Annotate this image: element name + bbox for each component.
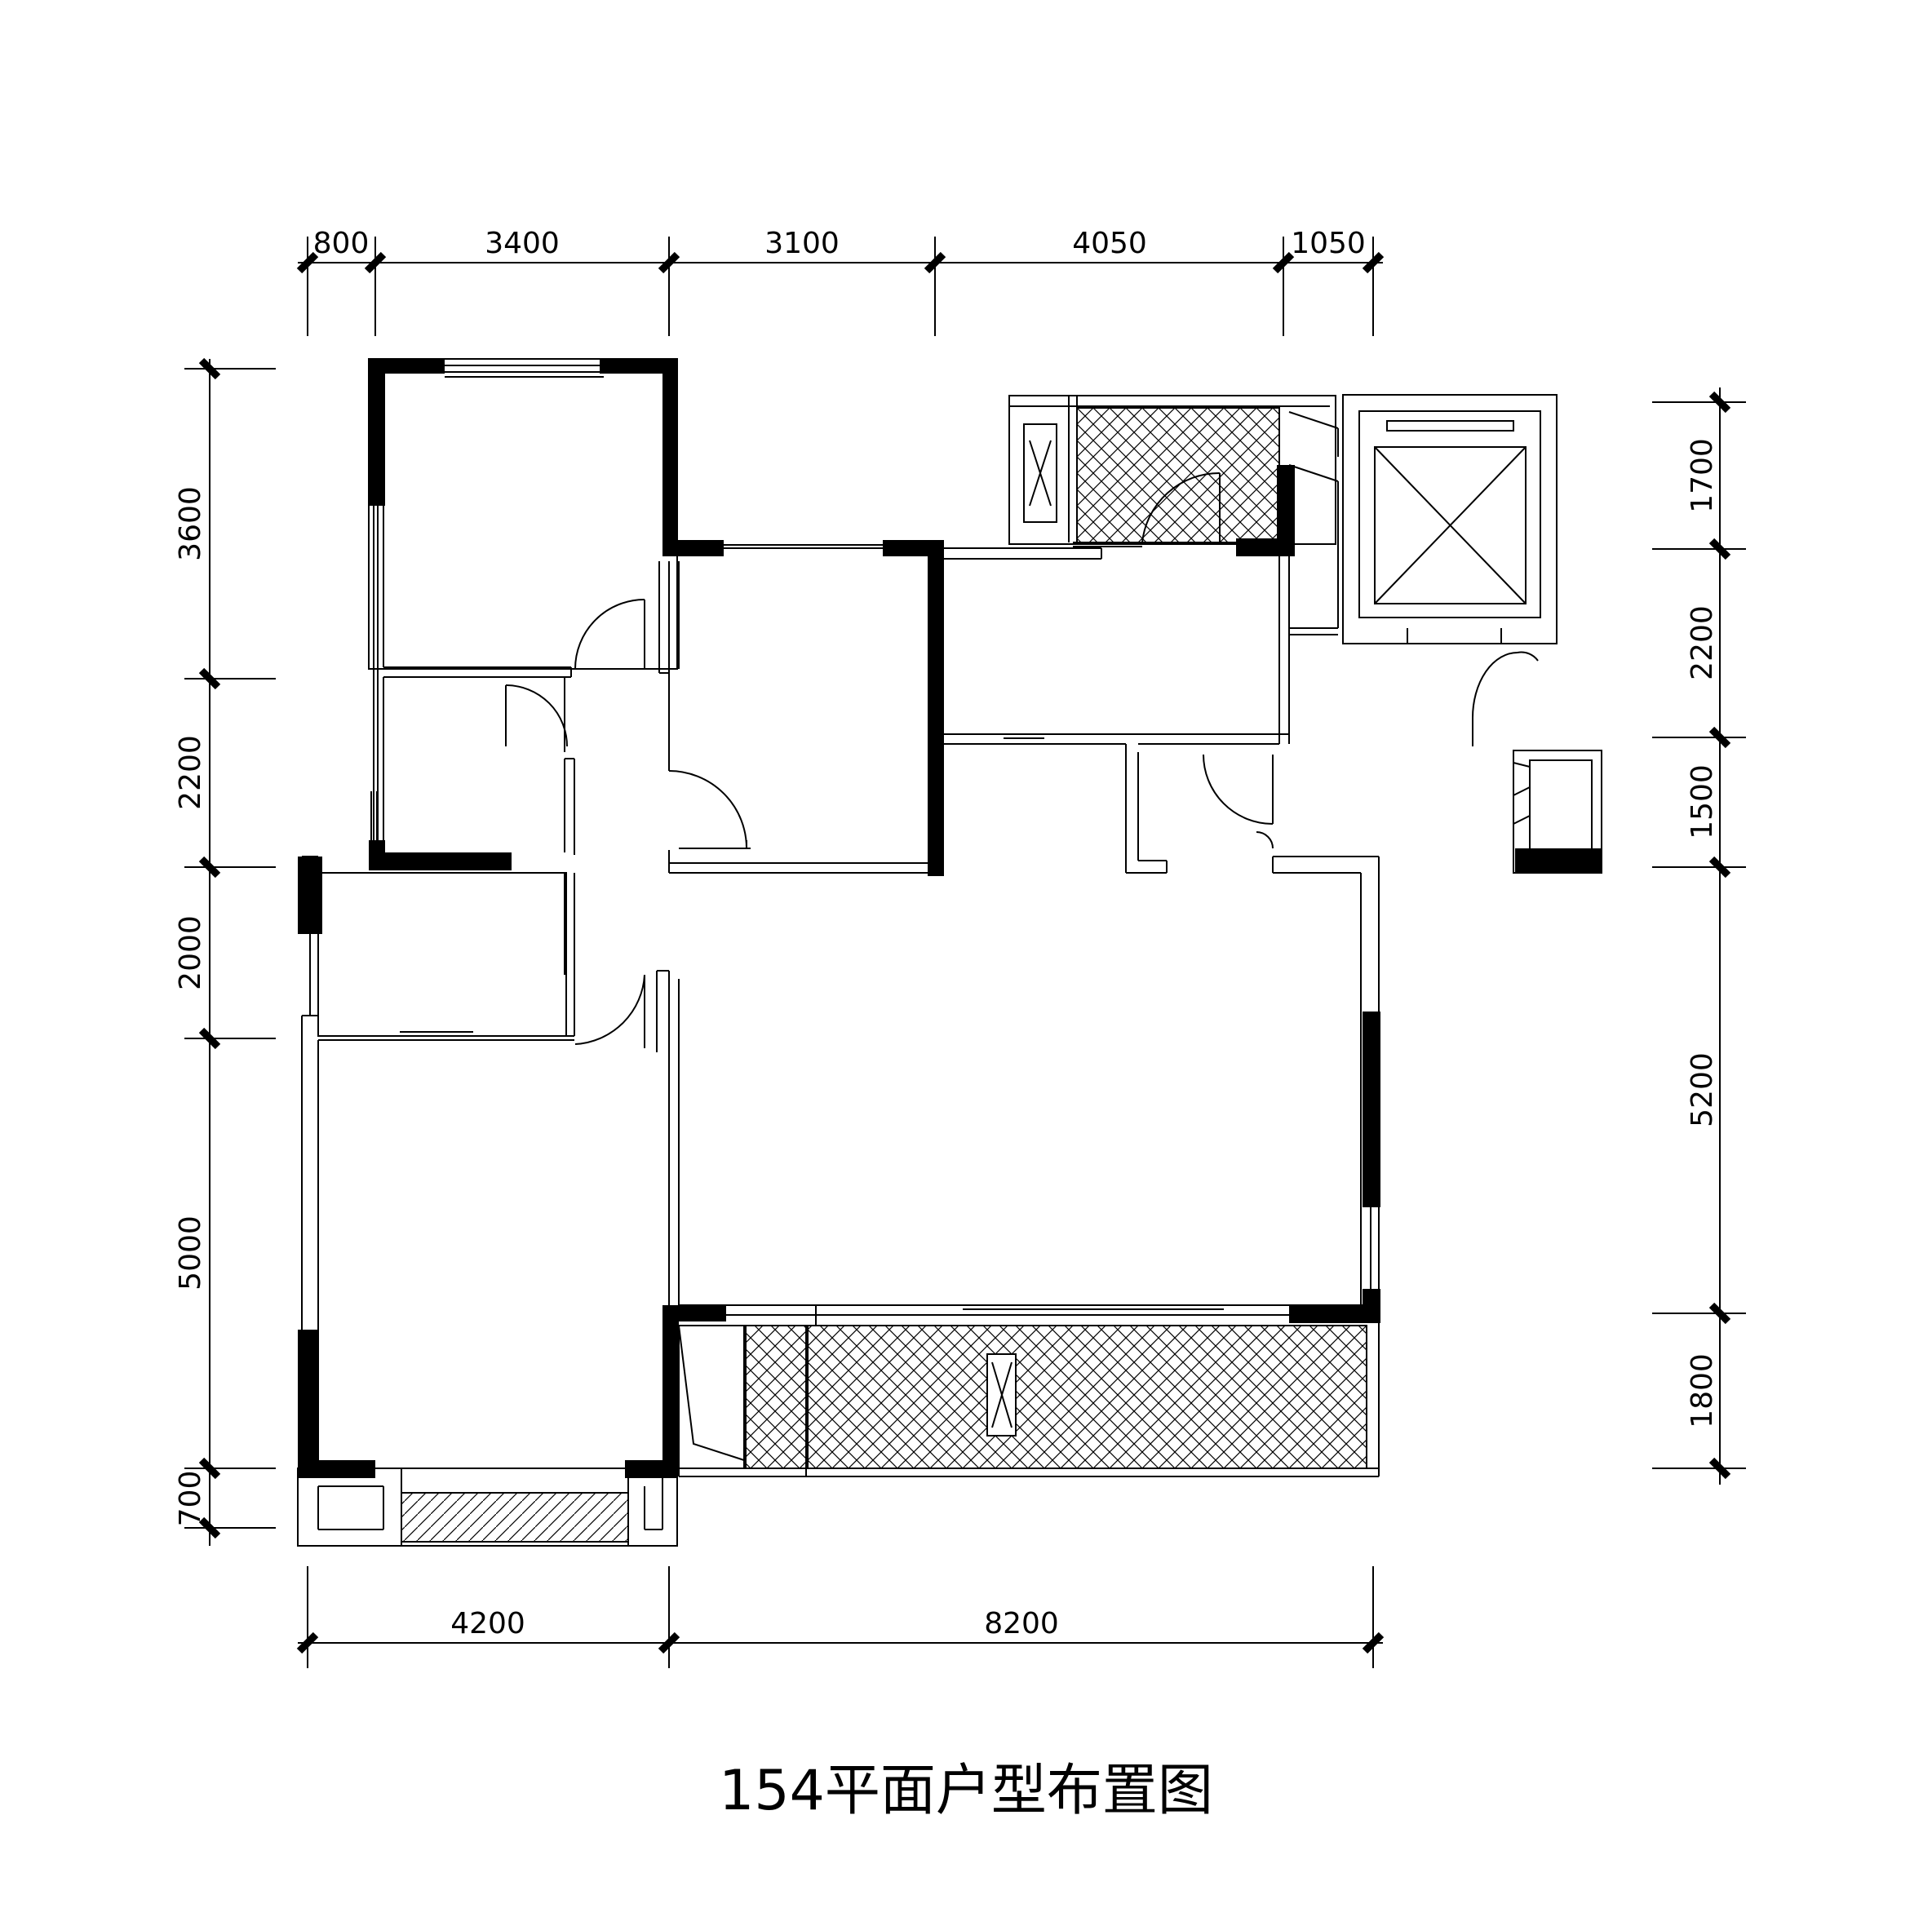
dimension-left: 3600 2200 2000 5000 700 (174, 357, 276, 1546)
dim-left-5: 700 (174, 1471, 207, 1527)
top-balcony-hatch (1076, 407, 1280, 543)
dim-top-3: 3100 (764, 227, 840, 260)
bottom-utility-hatch (745, 1325, 807, 1469)
dim-right-2: 2200 (1686, 605, 1719, 680)
dimension-bottom: 4200 8200 (296, 1566, 1385, 1668)
dim-left-2: 2200 (174, 735, 207, 810)
dimension-right: 1700 2200 1500 5200 1800 (1652, 387, 1746, 1485)
dim-bottom-1: 4200 (450, 1607, 525, 1640)
dim-right-1: 1700 (1686, 438, 1719, 513)
dim-left-3: 2000 (174, 915, 207, 990)
left-balcony-hatch (401, 1492, 629, 1543)
structural-walls (298, 359, 1602, 1478)
dim-top-4: 4050 (1072, 227, 1147, 260)
dim-right-4: 5200 (1686, 1052, 1719, 1127)
interior-walls (297, 358, 1602, 1547)
dim-right-5: 1800 (1686, 1353, 1719, 1428)
door-swings (505, 471, 1539, 1048)
dim-bottom-2: 8200 (984, 1607, 1059, 1640)
dim-right-3: 1500 (1686, 764, 1719, 839)
dim-top-5: 1050 (1291, 227, 1366, 260)
dimension-top: 800 3400 3100 4050 1050 (296, 227, 1385, 336)
dim-left-1: 3600 (174, 486, 207, 561)
dim-top-2: 3400 (485, 227, 560, 260)
windows (373, 365, 1224, 1310)
dim-left-4: 5000 (174, 1215, 207, 1290)
dim-top-1: 800 (313, 227, 370, 260)
plan-title: 154平面户型布置图 (719, 1759, 1213, 1823)
bottom-balcony-hatch (807, 1325, 1367, 1469)
